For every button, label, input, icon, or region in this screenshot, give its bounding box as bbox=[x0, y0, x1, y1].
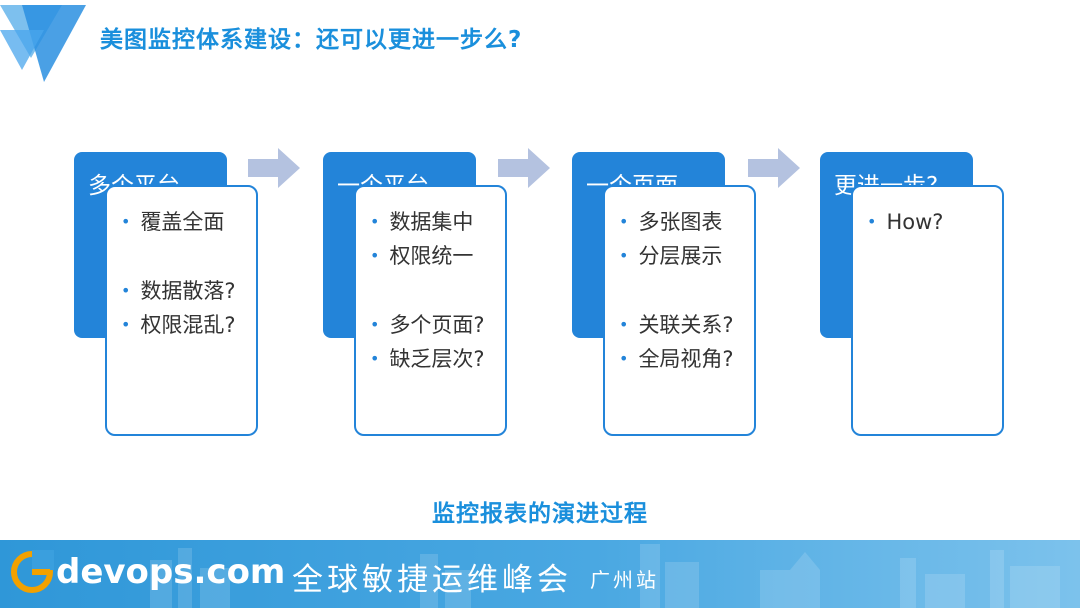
stage-detail-card: •多张图表 •分层展示 •关联关系? •全局视角? bbox=[603, 185, 756, 436]
stage-card-4: 更进一步? •How? bbox=[820, 152, 1010, 442]
stage-card-3: 一个页面 •多张图表 •分层展示 •关联关系? •全局视角? bbox=[572, 152, 762, 442]
bullet-item: •覆盖全面 bbox=[121, 210, 225, 234]
stage-card-1: 多个平台 •覆盖全面 •数据散落? •权限混乱? bbox=[74, 152, 264, 442]
bullet-item: •缺乏层次? bbox=[370, 347, 485, 371]
bullet-dot-icon: • bbox=[370, 212, 380, 231]
footer-banner: devops.com 全球敏捷运维峰会 广州站 bbox=[0, 540, 1080, 608]
bullet-dot-icon: • bbox=[121, 281, 131, 300]
arrow-right-icon bbox=[498, 148, 550, 188]
stage-card-2: 一个平台 •数据集中 •权限统一 •多个页面? •缺乏层次? bbox=[323, 152, 513, 442]
bullet-dot-icon: • bbox=[370, 349, 380, 368]
bullet-dot-icon: • bbox=[121, 212, 131, 231]
bullet-item: •How? bbox=[867, 210, 944, 234]
gdevops-g-icon bbox=[11, 550, 54, 593]
bullet-item: •数据散落? bbox=[121, 279, 236, 303]
bullet-dot-icon: • bbox=[370, 246, 380, 265]
diagram-caption: 监控报表的演进过程 bbox=[432, 501, 648, 527]
arrow-right-icon bbox=[748, 148, 800, 188]
bullet-item: •全局视角? bbox=[619, 347, 734, 371]
bullet-dot-icon: • bbox=[619, 315, 629, 334]
event-slogan: 全球敏捷运维峰会 bbox=[292, 562, 572, 598]
gdevops-brand: devops.com bbox=[10, 550, 285, 598]
stage-detail-card: •How? bbox=[851, 185, 1004, 436]
bullet-item: •关联关系? bbox=[619, 313, 734, 337]
brand-text: devops.com bbox=[56, 552, 286, 592]
stage-detail-card: •数据集中 •权限统一 •多个页面? •缺乏层次? bbox=[354, 185, 507, 436]
triangle-logo-icon bbox=[0, 5, 86, 82]
bullet-dot-icon: • bbox=[619, 246, 629, 265]
bullet-item: •分层展示 bbox=[619, 244, 723, 268]
page-title: 美图监控体系建设：还可以更进一步么? bbox=[100, 27, 523, 53]
bullet-item: •多个页面? bbox=[370, 313, 485, 337]
stage-detail-card: •覆盖全面 •数据散落? •权限混乱? bbox=[105, 185, 258, 436]
skyline-background bbox=[150, 544, 1060, 608]
bullet-item: •权限统一 bbox=[370, 244, 474, 268]
bullet-item: •数据集中 bbox=[370, 210, 474, 234]
bullet-item: •多张图表 bbox=[619, 210, 723, 234]
event-city: 广州站 bbox=[590, 568, 659, 592]
bullet-dot-icon: • bbox=[370, 315, 380, 334]
bullet-dot-icon: • bbox=[619, 349, 629, 368]
bullet-dot-icon: • bbox=[867, 212, 877, 231]
bullet-item: •权限混乱? bbox=[121, 313, 236, 337]
bullet-dot-icon: • bbox=[619, 212, 629, 231]
arrow-right-icon bbox=[248, 148, 300, 188]
bullet-dot-icon: • bbox=[121, 315, 131, 334]
